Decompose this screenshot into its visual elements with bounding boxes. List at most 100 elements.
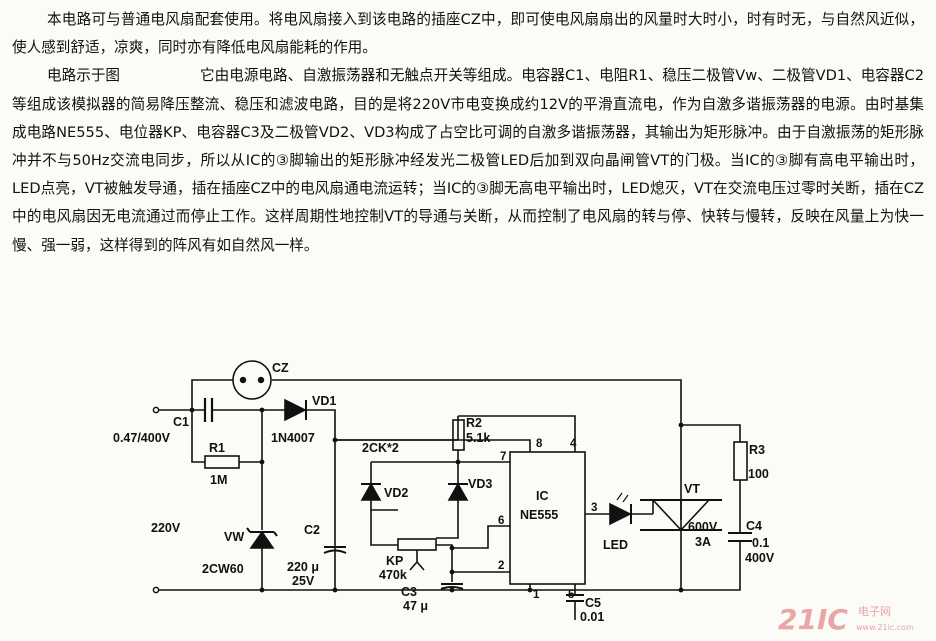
junction-j: [449, 587, 455, 593]
wire-pin8: [335, 439, 531, 452]
label-pin2: 2: [498, 560, 504, 572]
cz-socket: [232, 360, 272, 400]
vw-triangle: [249, 530, 275, 549]
label-ic: IC: [536, 489, 549, 503]
label-vw-part: 2CW60: [202, 562, 244, 576]
wire-top-right: [272, 379, 682, 520]
watermark-number: 21IC: [778, 603, 848, 636]
paragraph-body: 它由电源电路、自激振荡器和无触点开关等组成。电容器C1、电阻R1、稳压二极管Vw…: [12, 67, 924, 254]
label-vd1: VD1: [312, 394, 336, 408]
wire-bottom-right: [681, 555, 741, 591]
label-vt-value2: 3A: [695, 535, 711, 549]
wire-vd2-bottom: [370, 500, 398, 511]
r3-body: [733, 441, 748, 481]
kp-body: [397, 538, 437, 551]
junction-f: [449, 545, 455, 551]
label-cz: CZ: [272, 361, 289, 375]
label-c3-value: 47 μ: [403, 599, 428, 613]
label-c2-value1: 220 μ: [287, 560, 319, 574]
wire-pin6: [452, 525, 510, 549]
c4-plates: [728, 532, 752, 542]
paragraph-description: 电路示于图它由电源电路、自激振荡器和无触点开关等组成。电容器C1、电阻R1、稳压…: [12, 62, 924, 259]
label-r3: R3: [749, 443, 765, 457]
label-vt-value1: 600V: [688, 520, 718, 534]
c3-plate-bottom: [440, 586, 464, 590]
label-vd1-part: 1N4007: [271, 431, 315, 445]
label-c5: C5: [585, 596, 601, 610]
figure-reference: 电路示于图: [47, 67, 121, 85]
junction-l: [678, 422, 684, 428]
label-c4: C4: [746, 519, 762, 533]
cz-pin-right: [257, 376, 265, 384]
paragraph-intro: 本电路可与普通电风扇配套使用。将电风扇接入到该电路的插座CZ中，即可使电风扇扇出…: [12, 11, 924, 57]
wire-r3-top: [681, 424, 741, 442]
wire-pin4: [458, 415, 576, 452]
junction-h: [259, 587, 265, 593]
label-pin1: 1: [533, 589, 540, 601]
label-vt: VT: [684, 482, 700, 496]
wire-positive-rail: [306, 409, 336, 590]
c2-plate-bottom: [323, 549, 347, 554]
label-c5-value: 0.01: [580, 610, 604, 624]
wire-r1-left: [191, 410, 205, 463]
wire-r1-right: [239, 410, 263, 463]
wire-top-left: [191, 379, 233, 410]
label-vd2: VD2: [384, 486, 408, 500]
label-c4-value1: 0.1: [752, 536, 769, 550]
label-pin8: 8: [536, 438, 543, 450]
label-c1: C1: [173, 415, 189, 429]
label-r2: R2: [466, 416, 482, 430]
junction-m: [678, 587, 684, 593]
terminal-top: [152, 406, 160, 414]
junction-d: [332, 437, 338, 443]
article-text: 本电路可与普通电风扇配套使用。将电风扇接入到该电路的插座CZ中，即可使电风扇扇出…: [12, 6, 924, 260]
r1-body: [204, 455, 240, 469]
led-rays: [616, 492, 629, 503]
c1-plates: [203, 398, 214, 422]
label-r1-value: 1M: [210, 473, 227, 487]
label-pin6: 6: [498, 515, 504, 527]
junction-g: [449, 569, 455, 575]
cz-pin-left: [239, 376, 247, 384]
label-r1: R1: [209, 441, 225, 455]
watermark-logo: 21IC 电子网 www.21ic.com: [778, 603, 914, 636]
circuit-diagram: CZ C1 0.47/400V R1 1M VD1 1N4007 220V VW…: [113, 360, 775, 624]
junction-a: [189, 407, 195, 413]
vw-bar: [246, 527, 278, 537]
vd1-triangle: [284, 398, 307, 422]
vd2-triangle: [360, 482, 382, 501]
wire-kp-left: [370, 510, 398, 546]
wire-kp-right: [436, 544, 453, 548]
label-r2-value: 5.1k: [466, 431, 490, 445]
label-c2: C2: [304, 523, 320, 537]
label-vd3: VD3: [468, 477, 492, 491]
label-vw: VW: [224, 530, 244, 544]
watermark-cn: 电子网: [858, 605, 891, 618]
label-pin3: 3: [591, 502, 597, 514]
label-pin4: 4: [570, 438, 577, 450]
watermark-url: www.21ic.com: [856, 623, 914, 632]
junction-i: [332, 587, 338, 593]
label-c2-value2: 25V: [292, 574, 315, 588]
label-pin5: 5: [568, 589, 575, 601]
vd3-triangle: [447, 482, 469, 501]
ic-body: [509, 451, 586, 585]
label-kp: KP: [386, 554, 403, 568]
label-c4-value2: 400V: [745, 551, 775, 565]
label-pin7: 7: [500, 451, 506, 463]
terminal-bottom: [152, 586, 160, 594]
junction-c: [259, 459, 265, 465]
label-kp-value: 470k: [379, 568, 407, 582]
label-supply: 220V: [151, 521, 181, 535]
junction-b: [259, 407, 265, 413]
junction-k: [527, 587, 533, 593]
label-led: LED: [603, 538, 628, 552]
junction-e: [455, 459, 461, 465]
label-r3-value: 100: [748, 467, 769, 481]
label-vd-pair: 2CK*2: [362, 441, 399, 455]
label-ic-part: NE555: [520, 508, 558, 522]
label-c3: C3: [401, 585, 417, 599]
led-triangle: [609, 502, 632, 526]
kp-wiper: [409, 550, 425, 571]
label-c1-value: 0.47/400V: [113, 431, 171, 445]
